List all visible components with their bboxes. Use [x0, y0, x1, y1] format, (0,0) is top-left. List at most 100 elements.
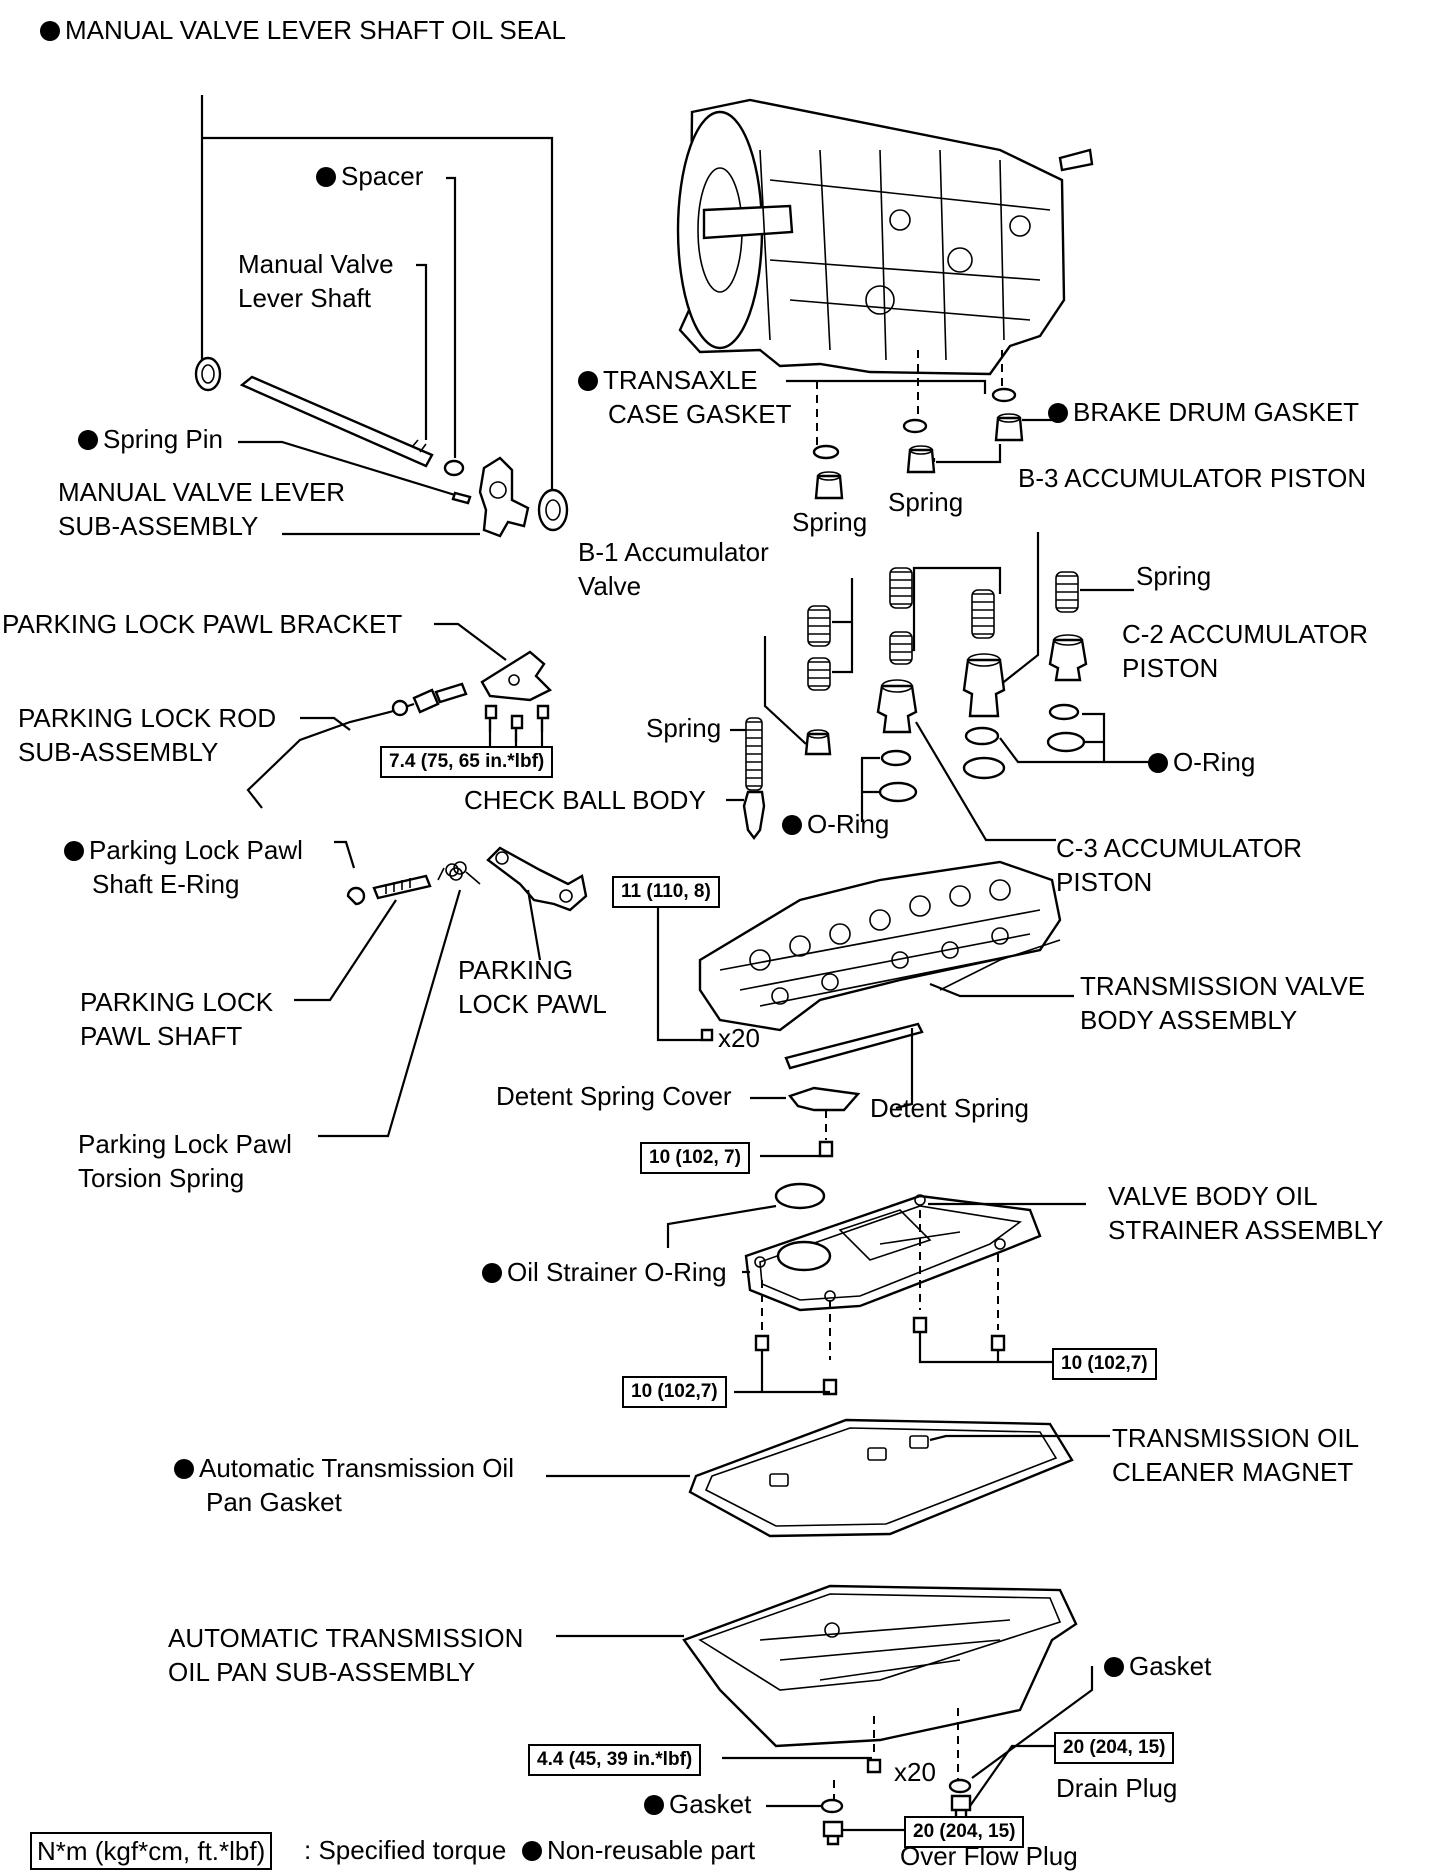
label-b1-accumulator-valve-2: Valve [578, 571, 642, 601]
label-o-ring-center: O-Ring [782, 808, 889, 841]
non-reusable-dot-icon [78, 430, 98, 450]
label-oil-cleaner-magnet-2: CLEANER MAGNET [1112, 1457, 1354, 1487]
label-detent-spring-cover: Detent Spring Cover [496, 1081, 732, 1111]
label-c3-accumulator-piston-2: PISTON [1056, 867, 1153, 897]
parking-lock-rod-part [246, 682, 468, 809]
label-parking-lock-pawl-shaft-2: PAWL SHAFT [80, 1021, 243, 1051]
brake-drum-gasket-part [994, 416, 1024, 442]
label-oil-pan-gasket: Automatic Transmission Oil [174, 1452, 514, 1485]
parking-lock-pawl-part [486, 846, 588, 912]
label-c3-accumulator-piston: C-3 ACCUMULATOR [1056, 833, 1303, 863]
label-e-ring: Parking Lock Pawl [64, 834, 303, 867]
detent-spring-part [784, 1022, 924, 1070]
transmission-case [676, 98, 1094, 376]
spacer-part [443, 459, 465, 477]
non-reusable-dot-icon [522, 1841, 542, 1861]
label-valve-body-oil-strainer: VALVE BODY OIL [1108, 1181, 1318, 1211]
transaxle-case-gasket-a [812, 444, 840, 460]
label-e-ring-2: Shaft E-Ring [92, 869, 240, 899]
torque-over-flow-plug: 20 (204, 15) [904, 1816, 1025, 1848]
oil-seal-large [537, 488, 569, 532]
label-torsion-spring: Parking Lock Pawl [78, 1129, 292, 1159]
label-drain-plug: Drain Plug [1056, 1773, 1178, 1803]
label-x20-oil-pan: x20 [894, 1757, 936, 1787]
detent-spring-cover-part [787, 1086, 861, 1112]
label-oil-pan-2: OIL PAN SUB-ASSEMBLY [168, 1657, 476, 1687]
transaxle-case-gasket-c [991, 387, 1017, 403]
manual-valve-lever [478, 456, 530, 538]
torque-valve-body: 11 (110, 8) [612, 876, 720, 908]
label-manual-valve-lever-shaft: Manual Valve [238, 249, 394, 279]
label-spring-d: Spring [646, 713, 722, 743]
valve-body-assembly-part [698, 860, 1062, 1032]
drain-plug-part [950, 1794, 972, 1820]
label-transaxle-case-gasket-2: CASE GASKET [608, 399, 792, 429]
torque-strainer-left: 10 (102,7) [622, 1376, 727, 1408]
manual-valve-lever-shaft [239, 375, 434, 468]
label-b3-accumulator-piston: B-3 ACCUMULATOR PISTON [1018, 463, 1367, 493]
non-reusable-dot-icon [174, 1459, 194, 1479]
torque-oil-pan: 4.4 (45, 39 in.*lbf) [528, 1744, 702, 1776]
non-reusable-dot-icon [1048, 403, 1068, 423]
o-rings [878, 703, 1086, 803]
spring-pin-part [451, 491, 472, 505]
non-reusable-dot-icon [644, 1795, 664, 1815]
label-oil-strainer-o-ring: Oil Strainer O-Ring [482, 1256, 727, 1289]
label-check-ball-body: CHECK BALL BODY [464, 785, 706, 815]
parking-lock-pawl-bracket-part [480, 650, 553, 702]
oil-pan-gasket-part [688, 1418, 1074, 1538]
label-torsion-spring-2: Torsion Spring [78, 1163, 245, 1193]
label-manual-valve-lever-shaft-2: Lever Shaft [238, 283, 371, 313]
label-brake-drum-gasket: BRAKE DRUM GASKET [1048, 396, 1359, 429]
non-reusable-dot-icon [1104, 1657, 1124, 1677]
transaxle-case-gasket-b [902, 418, 928, 434]
non-reusable-dot-icon [578, 371, 598, 391]
non-reusable-dot-icon [316, 167, 336, 187]
label-spring-c: Spring [1136, 561, 1212, 591]
label-oil-pan-gasket-2: Pan Gasket [206, 1487, 342, 1517]
label-manual-valve-lever-2: SUB-ASSEMBLY [58, 511, 259, 541]
label-valve-body-oil-strainer-2: STRAINER ASSEMBLY [1108, 1215, 1384, 1245]
label-o-ring-right: O-Ring [1148, 746, 1255, 779]
label-spring-pin: Spring Pin [78, 423, 223, 456]
label-c2-accumulator-piston: C-2 ACCUMULATOR [1122, 619, 1369, 649]
non-reusable-dot-icon [482, 1263, 502, 1283]
torsion-spring-part [437, 861, 481, 885]
torque-parking-bracket: 7.4 (75, 65 in.*lbf) [380, 746, 554, 778]
label-spacer: Spacer [316, 160, 423, 193]
label-parking-lock-pawl-bracket: PARKING LOCK PAWL BRACKET [2, 609, 403, 639]
label-c2-accumulator-piston-2: PISTON [1122, 653, 1219, 683]
oil-seal-small [194, 356, 222, 392]
check-ball-body-part [742, 790, 766, 840]
label-transmission-valve-body-2: BODY ASSEMBLY [1080, 1005, 1298, 1035]
label-gasket-bottom: Gasket [644, 1788, 751, 1821]
label-parking-lock-pawl-shaft: PARKING LOCK [80, 987, 274, 1017]
legend-torque-text: : Specified torque [304, 1835, 507, 1865]
label-x20-valve-body: x20 [718, 1023, 760, 1053]
torque-detent-spring: 10 (102, 7) [640, 1142, 750, 1174]
label-transaxle-case-gasket: TRANSAXLE [578, 364, 758, 397]
non-reusable-dot-icon [40, 21, 60, 41]
label-oil-pan: AUTOMATIC TRANSMISSION [168, 1623, 524, 1653]
label-spring-a: Spring [888, 487, 964, 517]
label-b1-accumulator-valve: B-1 Accumulator [578, 537, 769, 567]
legend-torque-unit: N*m (kgf*cm, ft.*lbf) [30, 1832, 273, 1870]
label-oil-cleaner-magnet: TRANSMISSION OIL [1112, 1423, 1360, 1453]
non-reusable-dot-icon [782, 815, 802, 835]
valve-body-oil-strainer-part [744, 1194, 1042, 1312]
label-parking-lock-rod-2: SUB-ASSEMBLY [18, 737, 219, 767]
oil-strainer-o-ring-part [774, 1182, 826, 1210]
label-gasket-right: Gasket [1104, 1650, 1211, 1683]
e-ring-part [346, 886, 366, 906]
non-reusable-dot-icon [1148, 753, 1168, 773]
bracket-bolts [484, 704, 550, 742]
legend-non-reusable: Non-reusable part [522, 1834, 755, 1867]
label-parking-lock-rod: PARKING LOCK ROD [18, 703, 277, 733]
pawl-shaft-part [372, 874, 432, 900]
oil-pan-part [682, 1584, 1078, 1748]
spring-coils [745, 567, 1079, 791]
accumulator-pistons [804, 634, 1088, 756]
torque-strainer-right: 10 (102,7) [1052, 1348, 1157, 1380]
label-parking-lock-pawl: PARKING [458, 955, 574, 985]
